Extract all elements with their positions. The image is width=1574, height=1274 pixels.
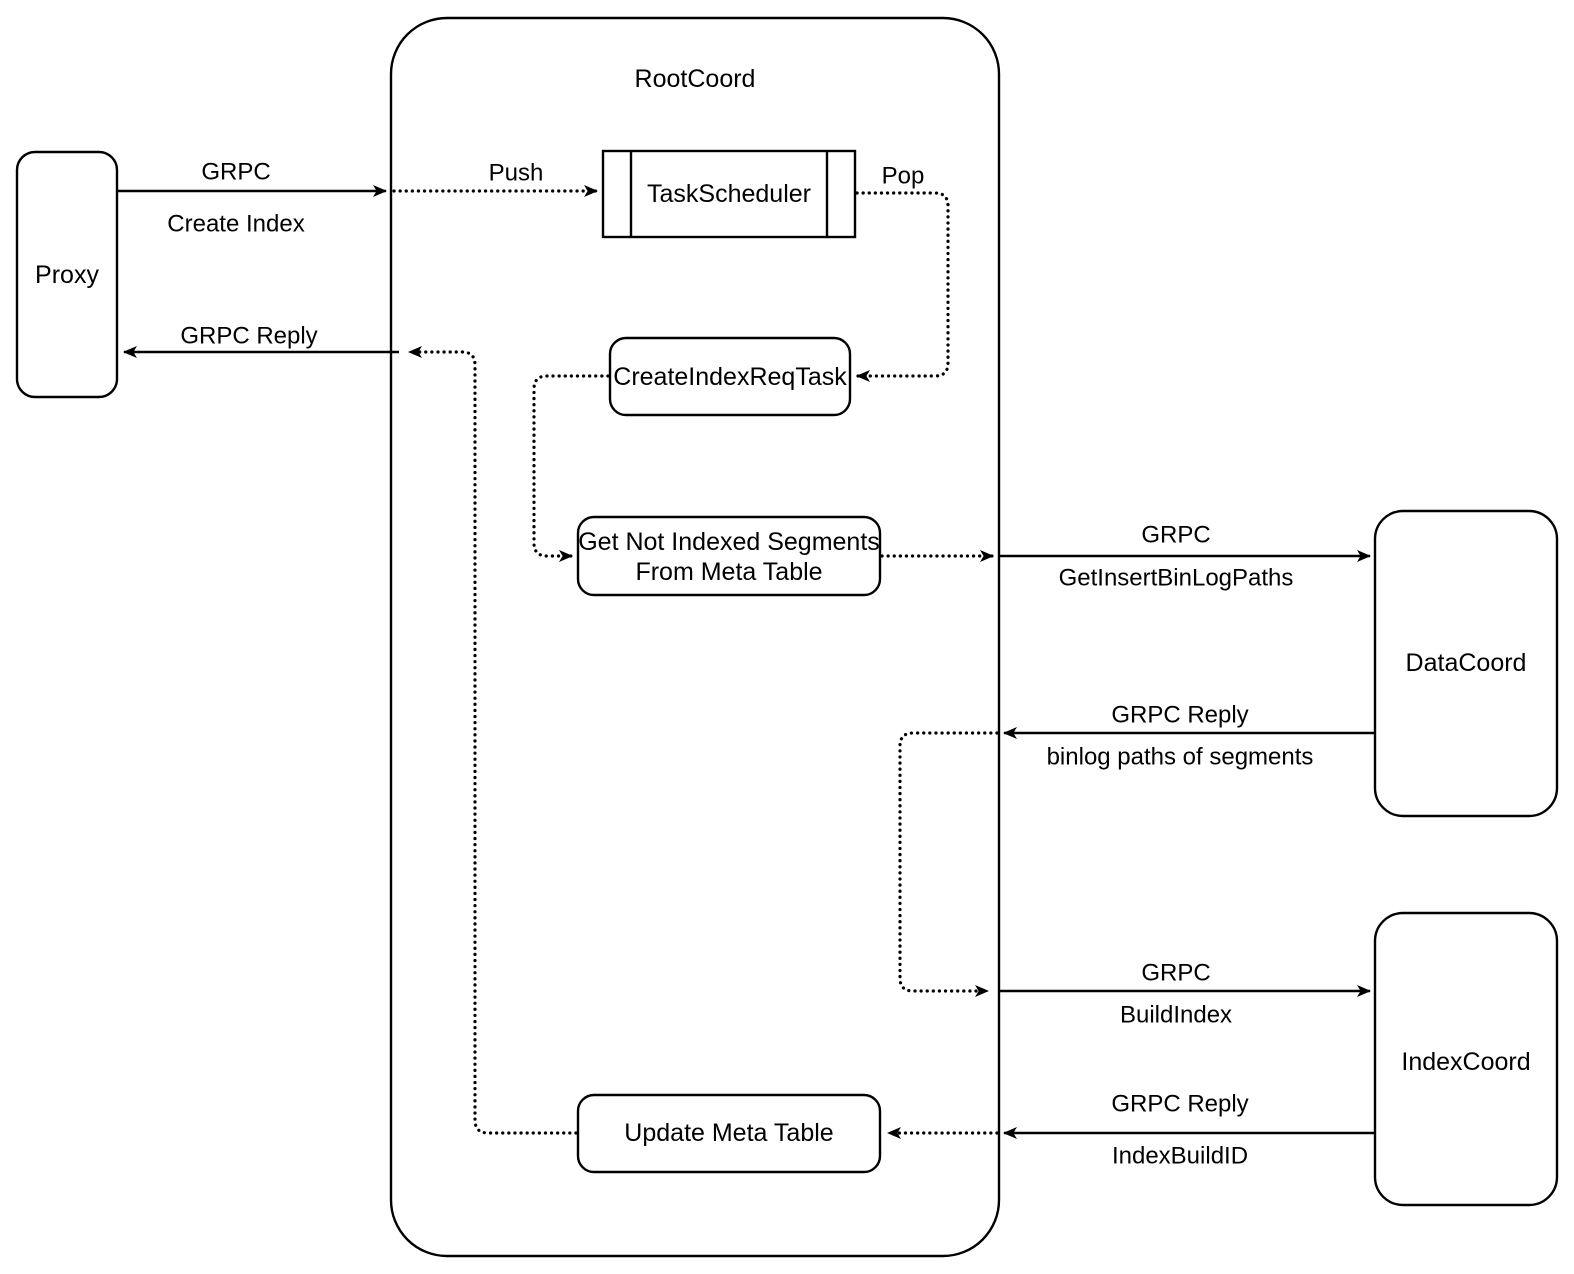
node-create-index-req-task[interactable] xyxy=(608,336,852,417)
edge-pop xyxy=(855,191,950,382)
edge-label-push: Push xyxy=(488,159,544,187)
node-proxy[interactable] xyxy=(15,150,119,399)
edge-label-grpc-reply-proxy: GRPC Reply xyxy=(180,322,318,350)
edge-label-grpc-buildindex-line2: BuildIndex xyxy=(1119,1001,1233,1029)
node-data-coord-label: DataCoord xyxy=(1405,648,1527,677)
edge-label-grpc-reply-binlog-line1: GRPC Reply xyxy=(1111,701,1249,729)
node-update-meta-table-label: Update Meta Table xyxy=(624,1118,834,1147)
node-update-meta-table[interactable] xyxy=(576,1093,882,1174)
node-task-scheduler[interactable] xyxy=(601,149,857,239)
rootcoord-container-label: RootCoord xyxy=(634,65,756,93)
node-get-not-indexed-segments-line1: Get Not Indexed Segments xyxy=(578,527,880,556)
edge-label-grpc-reply-indexbuildid-line2: IndexBuildID xyxy=(1111,1142,1249,1170)
edge-update-meta-table-to-reply xyxy=(407,346,578,1135)
edge-label-pop: Pop xyxy=(881,162,925,190)
edge-label-grpc-create-index-line1: GRPC xyxy=(201,158,271,186)
node-index-coord[interactable] xyxy=(1373,911,1559,1207)
node-get-not-indexed-segments[interactable] xyxy=(576,515,882,597)
node-data-coord[interactable] xyxy=(1373,509,1559,818)
rootcoord-container xyxy=(389,16,1001,1258)
edge-label-grpc-reply-indexbuildid-line1: GRPC Reply xyxy=(1111,1090,1249,1118)
edge-label-grpc-getinsertbinlogpaths-line1: GRPC xyxy=(1141,521,1211,549)
edge-label-grpc-create-index-line2: Create Index xyxy=(167,210,305,238)
edge-label-grpc-reply-binlog-line2: binlog paths of segments xyxy=(1046,743,1314,771)
edge-binlog-to-buildindex-connector xyxy=(898,731,999,997)
node-get-not-indexed-segments-line2: From Meta Table xyxy=(635,557,823,586)
node-task-scheduler-label: TaskScheduler xyxy=(647,179,811,208)
node-index-coord-label: IndexCoord xyxy=(1401,1047,1531,1076)
node-create-index-req-task-label: CreateIndexReqTask xyxy=(613,362,847,391)
edge-label-grpc-getinsertbinlogpaths-line2: GetInsertBinLogPaths xyxy=(1058,564,1294,592)
edge-label-grpc-buildindex-line1: GRPC xyxy=(1141,959,1211,987)
edge-create-index-req-task-to-get-segments xyxy=(532,374,610,562)
node-proxy-label: Proxy xyxy=(35,260,99,289)
